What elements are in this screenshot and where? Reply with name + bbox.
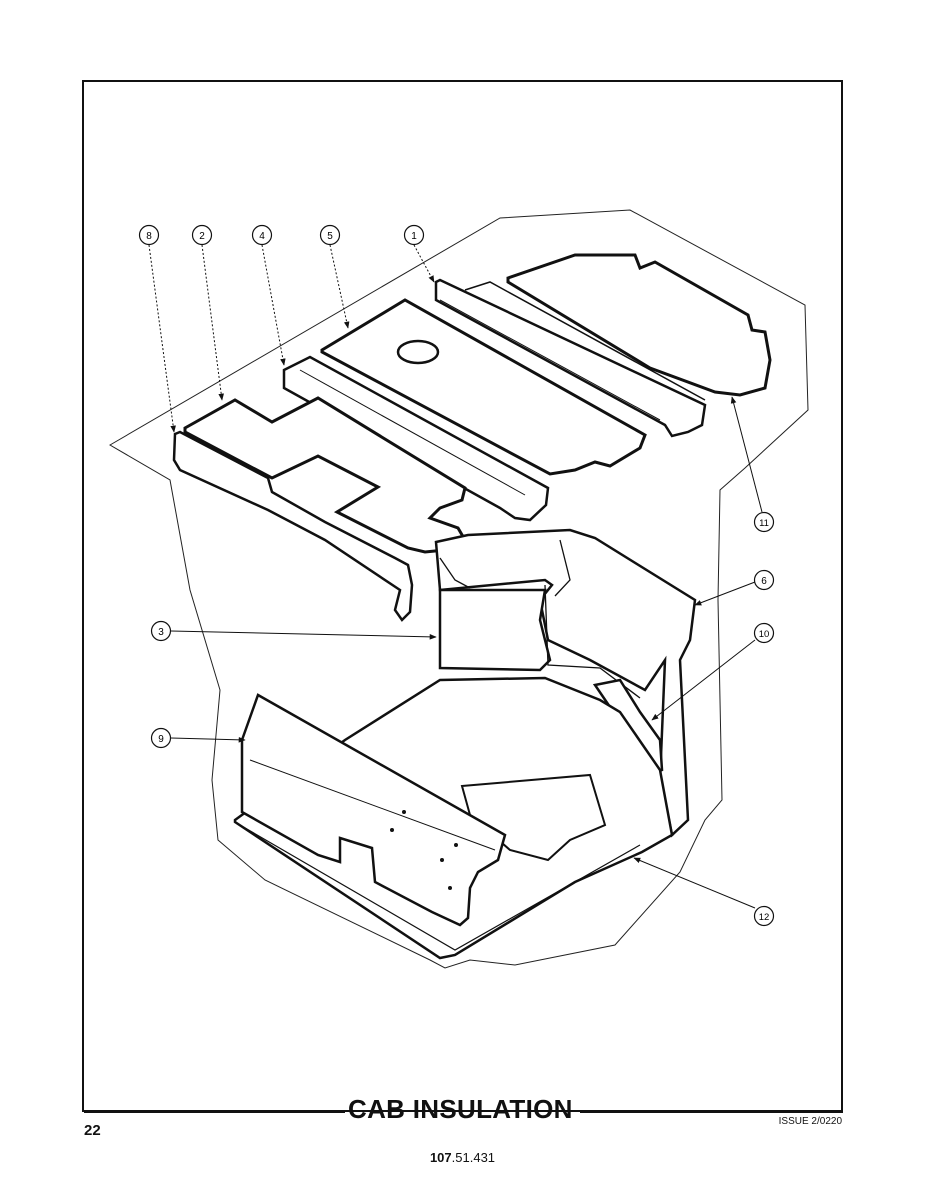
svg-text:9: 9 xyxy=(158,734,164,745)
leader-1 xyxy=(413,244,435,283)
svg-text:5: 5 xyxy=(327,231,333,242)
part-number-rest: .51.431 xyxy=(451,1150,496,1165)
part-1-strip xyxy=(434,278,707,438)
callout-11: 11 xyxy=(753,511,775,533)
part-5-hole xyxy=(396,339,440,365)
svg-text:8: 8 xyxy=(146,231,152,242)
leader-6 xyxy=(694,581,756,606)
callout-1: 1 xyxy=(403,224,425,246)
leader-8 xyxy=(148,244,176,433)
leader-12 xyxy=(633,857,756,909)
svg-text:12: 12 xyxy=(759,912,770,923)
leader-11 xyxy=(730,396,763,513)
svg-text:2: 2 xyxy=(199,231,205,242)
callout-10: 10 xyxy=(753,622,775,644)
leader-10 xyxy=(651,639,756,721)
callout-12: 12 xyxy=(753,905,775,927)
callout-9: 9 xyxy=(150,727,172,749)
svg-text:11: 11 xyxy=(759,518,769,529)
leader-9 xyxy=(170,737,246,743)
leader-4 xyxy=(261,244,286,366)
svg-text:10: 10 xyxy=(759,629,770,640)
leader-2 xyxy=(201,244,224,401)
part-number: 107.51.431 xyxy=(0,1150,925,1165)
page-title: CAB INSULATION xyxy=(348,1094,573,1124)
callout-8: 8 xyxy=(138,224,160,246)
callout-5: 5 xyxy=(319,224,341,246)
page-number: 22 xyxy=(84,1122,101,1139)
drawing-frame xyxy=(82,80,843,1112)
part-3-lower xyxy=(438,588,552,672)
callout-4: 4 xyxy=(251,224,273,246)
leader-3 xyxy=(170,630,437,640)
part-8-rail xyxy=(172,430,414,622)
callout-6: 6 xyxy=(753,569,775,591)
part-11-panel xyxy=(506,253,772,397)
callout-3: 3 xyxy=(150,620,172,642)
issue-label: ISSUE 2/0220 xyxy=(778,1116,842,1127)
svg-text:3: 3 xyxy=(158,627,164,638)
part-9-panel xyxy=(240,693,507,927)
callout-2: 2 xyxy=(191,224,213,246)
svg-text:1: 1 xyxy=(411,231,417,242)
part-number-bold: 107 xyxy=(429,1150,452,1165)
svg-text:6: 6 xyxy=(761,576,767,587)
cab-outline xyxy=(109,209,809,969)
svg-text:4: 4 xyxy=(259,231,265,242)
